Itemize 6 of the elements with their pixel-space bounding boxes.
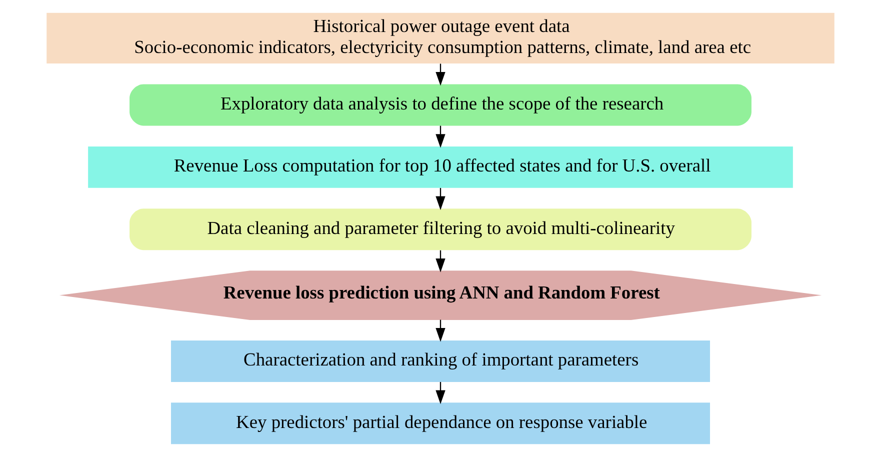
node-box: Key predictors' partial dependance on response variable [170,402,710,444]
node-box: Historical power outage event data Socio-economic indicators, electyricity consumption patterns, climate, land area etc [46,12,834,64]
node-box: Revenue Loss computation for top 10 affected states and for U.S. overall [88,146,792,188]
node-box: Data cleaning and parameter filtering to avoid multi-colinearity [129,208,751,250]
node-box: Characterization and ranking of important parameters [170,340,710,382]
node-box: Exploratory data analysis to define the scope of the research [129,84,751,126]
